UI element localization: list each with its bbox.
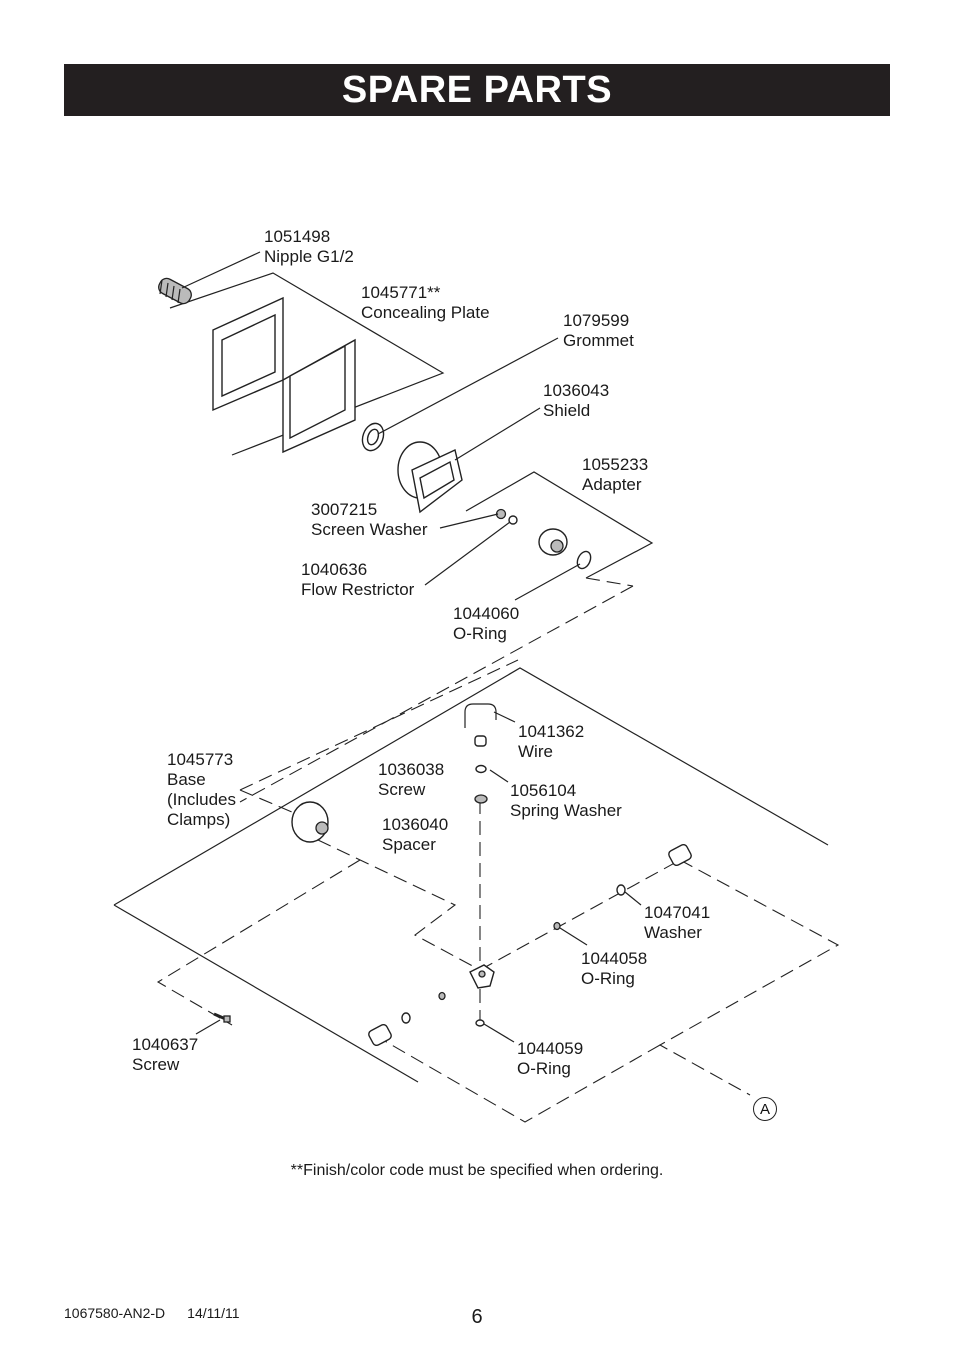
- o-ring-upper-part: [576, 550, 592, 570]
- label-concealing-plate: 1045771**Concealing Plate: [361, 283, 490, 322]
- hub-part: [469, 964, 495, 989]
- wire-part: [464, 703, 497, 728]
- lower-plane: [113, 659, 840, 1123]
- left-fitting-part: [368, 1023, 392, 1047]
- page-title: SPARE PARTS: [341, 68, 613, 111]
- callout-a: A: [753, 1097, 777, 1121]
- right-fitting-part: [668, 843, 692, 867]
- adapter-part: [538, 528, 568, 556]
- ordering-note: **Finish/color code must be specified wh…: [290, 1162, 664, 1179]
- o-ring-bottom-part: [475, 1019, 485, 1027]
- o-ring-right-part: [553, 921, 561, 931]
- leader-lines: [181, 251, 642, 1043]
- o-ring-left-part: [438, 991, 446, 1001]
- callout-letter: A: [759, 1100, 770, 1118]
- doc-number: 1067580-AN2-D: [64, 1305, 166, 1321]
- base-part: [291, 801, 329, 843]
- washer-left-part: [401, 1012, 411, 1024]
- concealing-plate-part: [212, 296, 356, 454]
- footer-doc-info: 1067580-AN2-D 14/11/11: [64, 1305, 262, 1321]
- doc-date: 14/11/11: [187, 1305, 240, 1321]
- page-number: 6: [471, 1306, 483, 1328]
- nipple-part: [158, 277, 192, 305]
- washer-right-part: [616, 884, 626, 896]
- grommet-part: [361, 422, 385, 452]
- shield-part: [397, 441, 463, 514]
- screw-bottom-part: [213, 1012, 231, 1023]
- flow-restrictor-part: [508, 515, 518, 525]
- page-title-bar: SPARE PARTS: [64, 64, 890, 116]
- screw-spacer-stack: [474, 735, 488, 804]
